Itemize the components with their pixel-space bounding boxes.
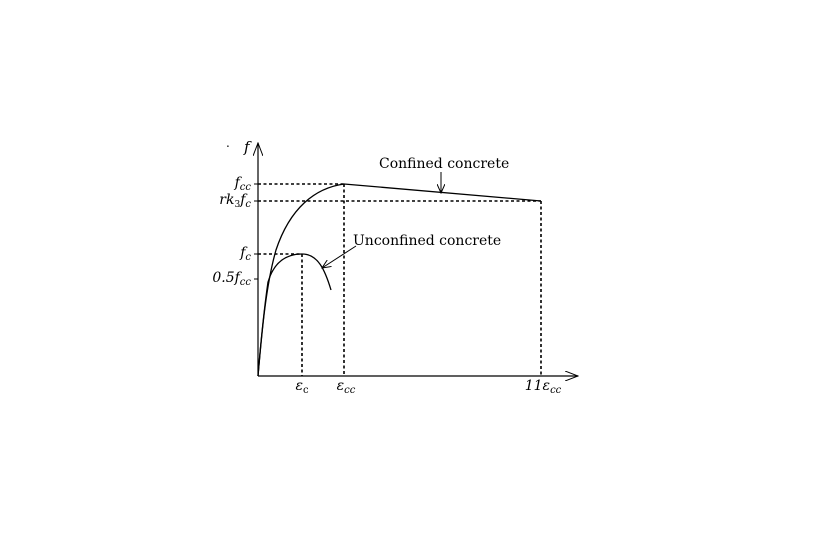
y-axis-label: f <box>243 138 252 156</box>
confined-concrete-curve <box>257 183 542 377</box>
x-tick-ecc: εcc <box>337 378 356 396</box>
y-tick-fc: fc <box>239 245 251 263</box>
unconfined-annotation-arrow <box>322 245 357 268</box>
x-tick-11ecc: 11εcc <box>525 378 562 396</box>
unconfined-concrete-curve <box>257 253 332 377</box>
x-tick-ec: εc <box>295 378 309 396</box>
stray-mark: . <box>226 136 230 150</box>
unconfined-concrete-label: Unconfined concrete <box>353 233 501 249</box>
y-ticks <box>254 183 258 280</box>
y-tick-rk3fc: rk3fc <box>219 192 251 210</box>
guide-lines <box>258 183 542 376</box>
y-tick-fcc: fcc <box>234 175 252 193</box>
confined-concrete-label: Confined concrete <box>379 156 509 172</box>
y-tick-half-fcc: 0.5fcc <box>212 270 251 288</box>
